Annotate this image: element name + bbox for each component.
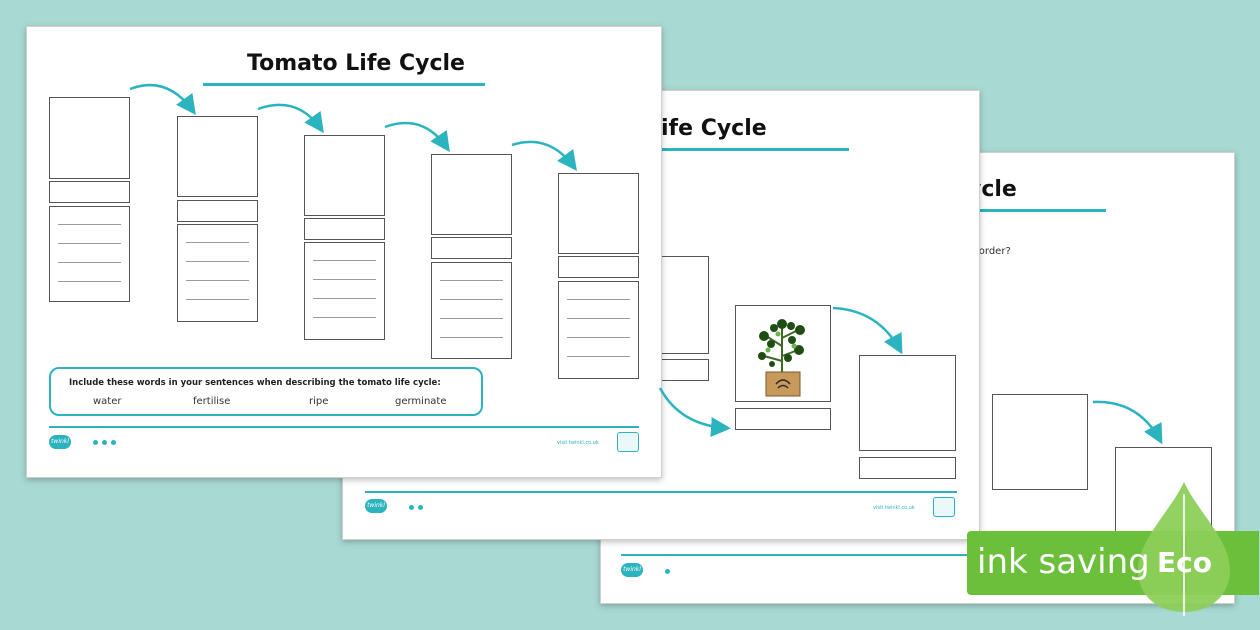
writing-box [177,224,258,322]
picture-box [859,355,956,451]
arrow [129,83,196,116]
footer-line [621,554,1211,556]
word-bank-instruction: Include these words in your sentences wh… [69,378,441,388]
picture-box [177,116,258,197]
leaf-drop-icon [1138,482,1230,616]
writing-box [49,206,130,302]
eco-badge-label: Eco [1157,546,1212,579]
page-dot [102,440,107,445]
arrow [1092,400,1163,445]
cycle-arrows [129,83,577,172]
picture-box [558,173,639,254]
label-box [859,457,956,479]
tomato-plant-icon [758,319,805,397]
picture-box [661,256,709,354]
footer-line [49,426,639,428]
ink-saving-label: ink saving [977,542,1150,582]
arrow [511,140,577,172]
twinkl-badge-icon [617,432,639,452]
worksheet-page-1: Tomato Life Cycle Include these words in… [26,26,662,478]
arrow [257,103,324,134]
page-dot [111,440,116,445]
writing-box [431,262,512,359]
word-bank [49,367,483,416]
title-underline [623,148,849,151]
word-bank-item: water [93,396,122,407]
page-title: Tomato Life Cycle [247,51,465,76]
arrow [658,387,731,437]
label-box [558,256,639,278]
label-box [304,218,385,240]
page-dot [418,505,423,510]
page-dot [409,505,414,510]
footer-line [365,491,957,493]
twinkl-logo: twinkl [621,563,643,577]
page-title: ife Cycle [661,116,767,141]
label-box [431,237,512,259]
writing-box [304,242,385,340]
word-bank-item: fertilise [193,396,231,407]
picture-box [431,154,512,235]
label-box [177,200,258,222]
page-dot [93,440,98,445]
question-text: ght order? [959,246,1011,257]
twinkl-logo: twinkl [365,499,387,513]
label-box [735,408,831,430]
twinkl-badge-icon [933,497,955,517]
label-box [49,181,130,203]
arrow [384,121,450,153]
page-dot [665,569,670,574]
twinkl-logo: twinkl [49,435,71,449]
arrow [832,306,903,355]
website-text: visit twinkl.co.uk [873,505,915,511]
tomato-plant-picture [735,305,831,402]
picture-box [304,135,385,216]
picture-box [992,394,1088,490]
website-text: visit twinkl.co.uk [557,440,599,446]
word-bank-item: germinate [395,396,447,407]
title-underline [203,83,485,86]
word-bank-item: ripe [309,396,329,407]
picture-box [49,97,130,179]
writing-box [558,281,639,379]
